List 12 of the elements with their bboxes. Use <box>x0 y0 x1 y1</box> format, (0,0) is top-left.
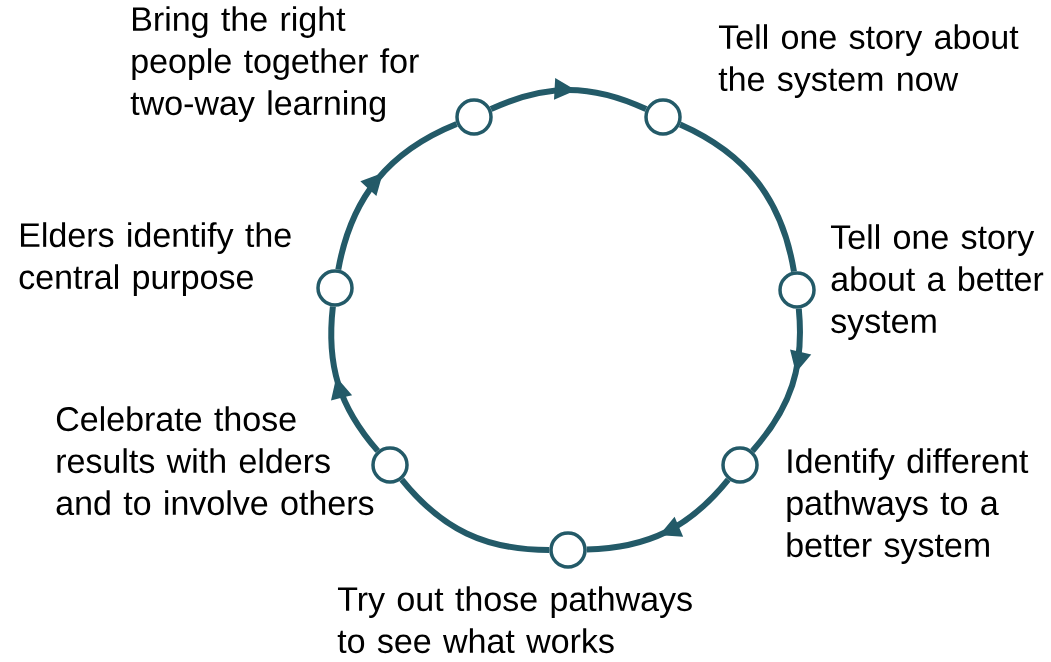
arrow <box>750 308 812 453</box>
step-label: Identify different pathways to a better system <box>787 448 1029 564</box>
arrow <box>335 121 458 271</box>
arrow <box>586 477 731 553</box>
step-label: Tell one story about a better system <box>831 224 1044 340</box>
arrow <box>328 306 380 453</box>
step-label: Bring the right people together for two-way learning <box>130 6 419 122</box>
step-label: Tell one story about the system now <box>718 24 1019 98</box>
step-label: Elders identify the central purpose <box>19 222 291 296</box>
step-label: Celebrate those results with elders and to involve others <box>56 406 374 516</box>
step-label: Try out those pathways to see what works <box>337 586 692 654</box>
arrow <box>489 78 648 112</box>
